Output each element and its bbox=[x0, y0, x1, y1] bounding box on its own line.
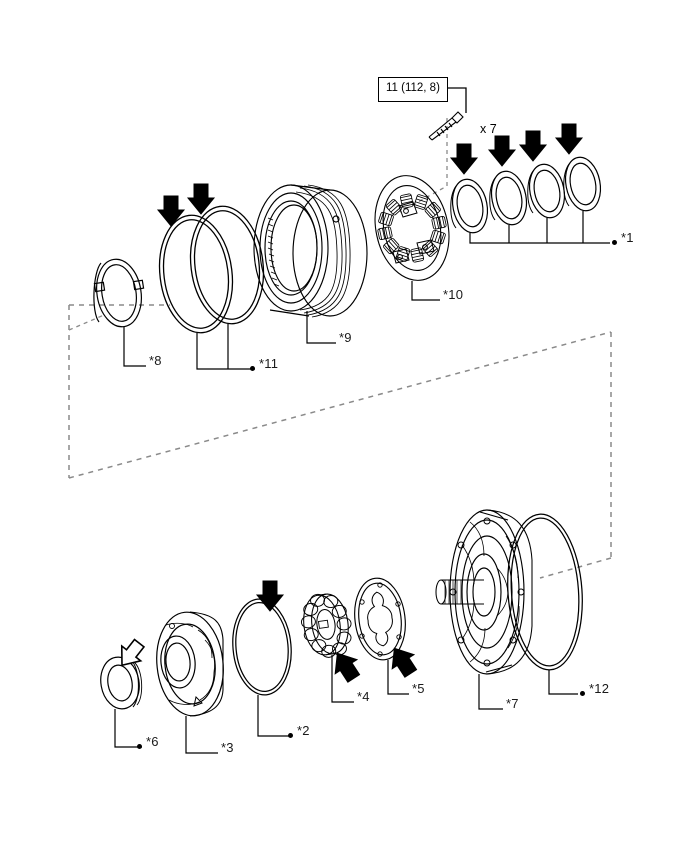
bullet-2 bbox=[288, 733, 293, 738]
part-seal-ring-4 bbox=[563, 156, 602, 212]
part-seal-ring-1 bbox=[450, 178, 489, 234]
part-oil-pump-assembly bbox=[435, 509, 533, 675]
part-damper-spring-assembly bbox=[374, 175, 450, 281]
ref-label-5: *5 bbox=[412, 681, 425, 696]
ref-label-9: *9 bbox=[339, 330, 352, 345]
part-clutch-drum bbox=[253, 184, 368, 318]
arrow-front-oil-seal bbox=[111, 634, 150, 674]
ref-label-12: *12 bbox=[589, 681, 610, 696]
ref-label-10: *10 bbox=[443, 287, 464, 302]
bolt-to-damper-leader bbox=[399, 118, 448, 213]
arrow-seal-ring-3 bbox=[519, 130, 547, 162]
part-oil-pump-body bbox=[156, 611, 224, 717]
ref-label-6: *6 bbox=[146, 734, 159, 749]
bullet-12 bbox=[580, 691, 585, 696]
part-seal-ring-3 bbox=[527, 163, 566, 219]
bolt-icon bbox=[428, 111, 464, 141]
arrow-seal-ring-4 bbox=[555, 123, 583, 155]
part-snap-ring bbox=[93, 258, 145, 328]
part-seal-ring-2 bbox=[489, 170, 528, 226]
arrow-driven-rotor bbox=[382, 640, 423, 682]
snapring-leader-dashed bbox=[68, 314, 105, 331]
ref-label-2: *2 bbox=[297, 723, 310, 738]
torque-spec-box: 11 (112, 8) bbox=[378, 77, 448, 102]
ref-label-11: *11 bbox=[259, 356, 279, 371]
part-o-ring bbox=[232, 598, 292, 696]
torque-box-connector bbox=[441, 87, 467, 113]
arrow-clutch-ring-front bbox=[157, 195, 185, 227]
bullet-11 bbox=[250, 366, 255, 371]
arrow-o-ring bbox=[256, 580, 284, 612]
arrow-seal-ring-1 bbox=[450, 143, 478, 175]
part-front-oil-seal bbox=[100, 656, 143, 710]
bolt-quantity-label: x 7 bbox=[480, 122, 497, 136]
part-oil-pump-drive-rotor bbox=[300, 593, 352, 658]
arrow-seal-ring-2 bbox=[488, 135, 516, 167]
part-clutch-ring-rear bbox=[189, 205, 265, 325]
region-outline-dashed bbox=[68, 304, 612, 579]
leader-lines bbox=[114, 211, 610, 754]
part-clutch-ring-front bbox=[158, 214, 234, 334]
ref-label-7: *7 bbox=[506, 696, 519, 711]
ref-label-4: *4 bbox=[357, 689, 370, 704]
ref-label-8: *8 bbox=[149, 353, 162, 368]
bullet-1 bbox=[612, 240, 617, 245]
ref-label-1: *1 bbox=[621, 230, 634, 245]
part-stator-band bbox=[479, 511, 583, 673]
bullet-6 bbox=[137, 744, 142, 749]
part-oil-pump-driven-rotor bbox=[354, 577, 406, 661]
ref-label-3: *3 bbox=[221, 740, 234, 755]
